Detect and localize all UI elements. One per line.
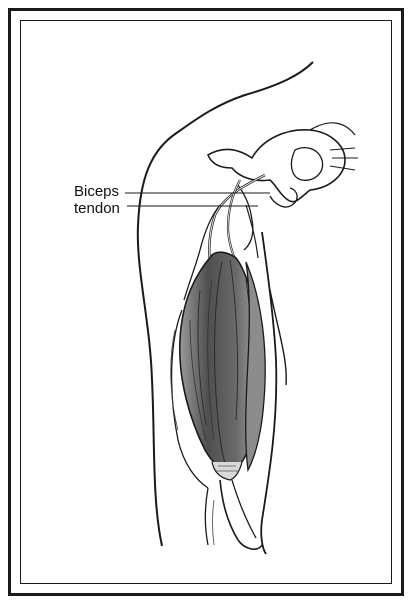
label-biceps: Biceps bbox=[74, 184, 119, 200]
label-tendon: tendon bbox=[74, 201, 120, 217]
side-muscle bbox=[246, 262, 266, 470]
arm-inner-contour bbox=[270, 290, 286, 385]
shoulder-bone bbox=[208, 130, 345, 202]
forearm-bone bbox=[220, 480, 262, 549]
